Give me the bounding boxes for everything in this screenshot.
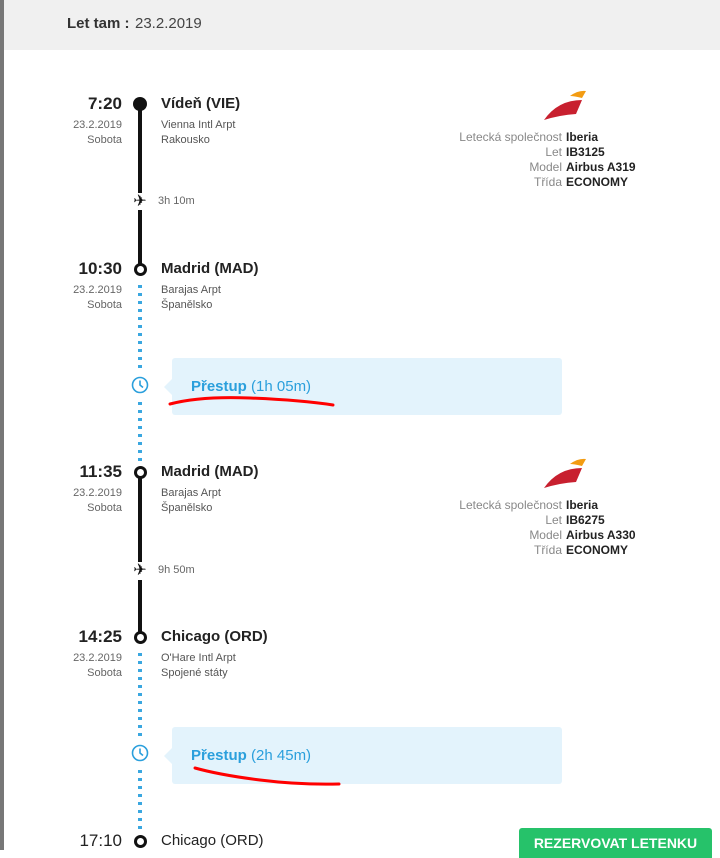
stop-airport: Barajas Arpt [161,487,221,499]
backdrop-edge [0,0,4,850]
model-label: Model [529,528,562,542]
stop-dot [134,835,147,848]
transfer-box: Přestup (1h 05m) [164,358,562,415]
clock-icon [131,376,149,394]
flight-duration: 9h 50m [158,564,195,576]
flight-line [138,210,142,268]
stop-place: Madrid (MAD) [161,463,259,480]
flight-line [138,478,142,562]
clock-icon [131,744,149,762]
stop-time: 11:35 [79,462,122,481]
stop-dot [133,97,147,111]
stop-country: Španělsko [161,502,213,514]
flight-value: IB3125 [566,145,605,159]
transfer-label: Přestup [191,378,247,395]
flight-line [138,105,142,193]
header-bar [4,0,720,50]
stop-dot [134,263,147,276]
book-ticket-button[interactable]: REZERVOVAT LETENKU [519,828,712,858]
stop-time: 10:30 [78,259,122,278]
stop-day: Sobota [87,502,122,514]
flight-duration: 3h 10m [158,195,195,207]
stop-day: Sobota [87,667,122,679]
airline-label: Letecká společnost [459,130,562,144]
stop-date: 23.2.2019 [73,119,122,131]
header-label: Let tam : [67,15,130,32]
stop-date: 23.2.2019 [73,487,122,499]
stop-airport: O'Hare Intl Arpt [161,652,236,664]
stop-date: 23.2.2019 [73,284,122,296]
flight-info: Letecká společnost Iberia Let IB6275 Model… [400,498,640,558]
class-label: Třída [533,543,562,557]
flight-label: Let [545,145,562,159]
stop-dot [134,631,147,644]
class-value: ECONOMY [566,543,629,557]
flight-value: IB6275 [566,513,605,527]
stop-time: 14:25 [78,627,122,646]
transfer-line [138,402,142,464]
stop-time: 7:20 [87,94,122,113]
model-value: Airbus A330 [566,528,636,542]
airline-value: Iberia [566,130,599,144]
stop-place: Chicago (ORD) [161,832,264,849]
flight-label: Let [545,513,562,527]
class-label: Třída [533,175,562,189]
stop-airport: Vienna Intl Arpt [161,119,236,131]
stop-country: Rakousko [161,134,210,146]
plane-icon: ✈ [133,562,147,579]
transfer-box: Přestup (2h 45m) [164,727,562,784]
stop-time: 17:10 [79,831,122,850]
airline-value: Iberia [566,498,599,512]
iberia-logo [544,90,586,120]
transfer-duration: (1h 05m) [251,378,312,395]
stop-place: Chicago (ORD) [161,628,268,645]
class-value: ECONOMY [566,175,629,189]
iberia-logo [544,458,586,488]
transfer-line [138,653,142,738]
stop-country: Španělsko [161,299,213,311]
flight-info: Letecká společnost Iberia Let IB3125 Model… [400,130,640,190]
plane-icon: ✈ [133,193,147,210]
stop-place: Madrid (MAD) [161,260,259,277]
stop-country: Spojené státy [161,667,228,679]
stop-place: Vídeň (VIE) [161,95,241,112]
model-value: Airbus A319 [566,160,636,174]
airline-label: Letecká společnost [459,498,562,512]
stop-day: Sobota [87,134,122,146]
stop-date: 23.2.2019 [73,652,122,664]
header-date: 23.2.2019 [135,15,202,32]
transfer-duration: (2h 45m) [251,747,312,764]
stop-dot [134,466,147,479]
flight-line [138,580,142,634]
stop-day: Sobota [87,299,122,311]
transfer-line [138,770,142,832]
stop-airport: Barajas Arpt [161,284,221,296]
transfer-label: Přestup [191,747,247,764]
transfer-line [138,285,142,370]
model-label: Model [529,160,562,174]
